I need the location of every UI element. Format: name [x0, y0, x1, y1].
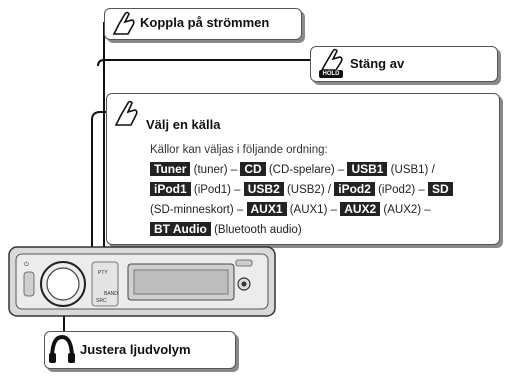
source-line: Tuner (tuner) – CD (CD-spelare) – USB1 (…: [150, 160, 495, 180]
source-chip-tuner: Tuner: [150, 162, 191, 176]
volume-label: Justera ljudvolym: [80, 342, 191, 357]
source-chip-bt-audio: BT Audio: [150, 222, 211, 236]
finger-press-icon: [112, 11, 135, 35]
source-desc: (Bluetooth audio): [210, 224, 302, 236]
source-desc: (iPod1) –: [190, 184, 244, 196]
source-desc: (AUX2) –: [380, 204, 431, 216]
power-off-label: Stäng av: [350, 56, 405, 71]
source-desc: (iPod2) –: [374, 184, 428, 196]
volume-callout: [44, 331, 236, 369]
car-stereo-unit: ⏻: [8, 246, 276, 317]
rotate-knob-icon: [49, 334, 75, 363]
source-chip-ipod2: iPod2: [334, 182, 375, 196]
finger-press-icon: [114, 100, 138, 126]
power-on-callout: [104, 8, 302, 40]
source-desc: (USB1) /: [387, 164, 435, 176]
src-key-label: SRC: [96, 298, 107, 304]
source-desc: (CD-spelare) –: [265, 164, 348, 176]
source-line: BT Audio (Bluetooth audio): [150, 220, 495, 240]
source-desc: (USB2) /: [283, 184, 335, 196]
band-key-label: BAND: [104, 291, 118, 297]
svg-text:⏻: ⏻: [24, 261, 29, 268]
source-line: (SD-minneskort) – AUX1 (AUX1) – AUX2 (AU…: [150, 200, 495, 220]
source-chip-usb2: USB2: [243, 182, 284, 196]
source-desc: (AUX1) –: [286, 204, 341, 216]
select-source-label: Välj en källa: [146, 117, 221, 132]
source-chip-aux2: AUX2: [340, 202, 381, 216]
source-intro: Källor kan väljas i följande ordning:: [150, 144, 328, 156]
source-list: Källor kan väljas i följande ordning: Tu…: [150, 141, 495, 240]
power-on-label: Koppla på strömmen: [140, 15, 270, 30]
source-chip-usb1: USB1: [347, 162, 388, 176]
source-chip-sd: SD: [427, 182, 453, 196]
source-line: iPod1 (iPod1) – USB2 (USB2) / iPod2 (iPo…: [150, 180, 495, 200]
source-chip-aux1: AUX1: [246, 202, 287, 216]
source-chip-cd: CD: [240, 162, 266, 176]
source-desc: (tuner) –: [190, 164, 241, 176]
hold-badge: HOLD: [322, 71, 340, 77]
source-desc: (SD-minneskort) –: [150, 204, 247, 216]
pty-key-label: PTY: [98, 270, 108, 276]
finger-hold-icon: [319, 48, 343, 78]
source-chip-ipod1: iPod1: [150, 182, 191, 196]
